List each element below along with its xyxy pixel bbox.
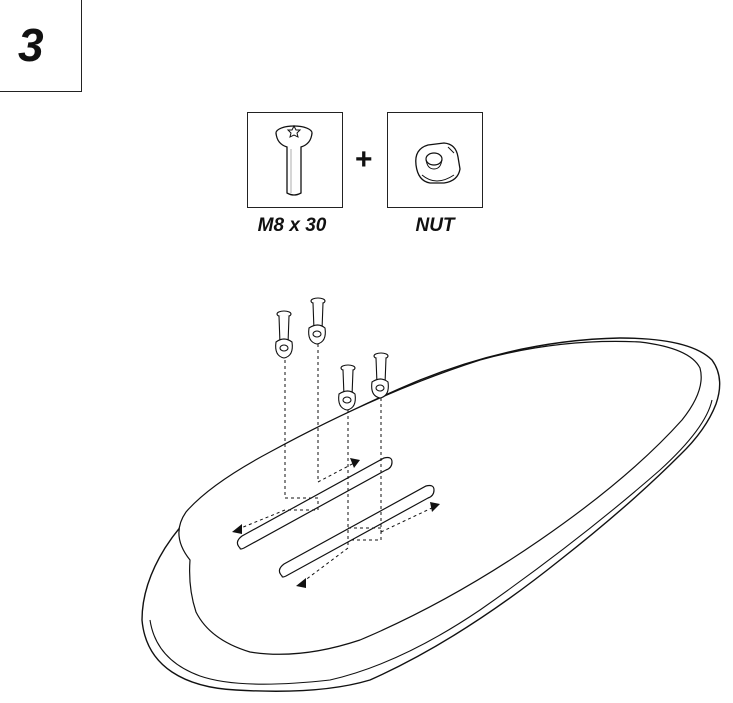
plus-operator: + <box>355 143 373 176</box>
bolt-label: M8 x 30 <box>257 215 327 236</box>
board-rim <box>149 399 713 685</box>
bolt-part-box <box>247 112 343 208</box>
step-number: 3 <box>18 19 44 71</box>
nut-part-box <box>387 112 483 208</box>
dashed-guides <box>235 344 437 585</box>
bolt-nut-set-4 <box>371 352 389 399</box>
bolt-nut-set-3 <box>338 364 356 411</box>
bolt-nut-set-2 <box>308 297 326 345</box>
step-number-box: 3 <box>0 0 82 92</box>
slot-upper <box>236 456 393 550</box>
nut-label: NUT <box>415 215 455 236</box>
nut-icon <box>415 142 461 184</box>
bolt-nut-set-1 <box>275 310 293 359</box>
bolt-icon <box>275 124 313 196</box>
board-deck <box>178 340 702 655</box>
direction-arrows <box>232 458 440 588</box>
slot-lower <box>278 484 435 578</box>
